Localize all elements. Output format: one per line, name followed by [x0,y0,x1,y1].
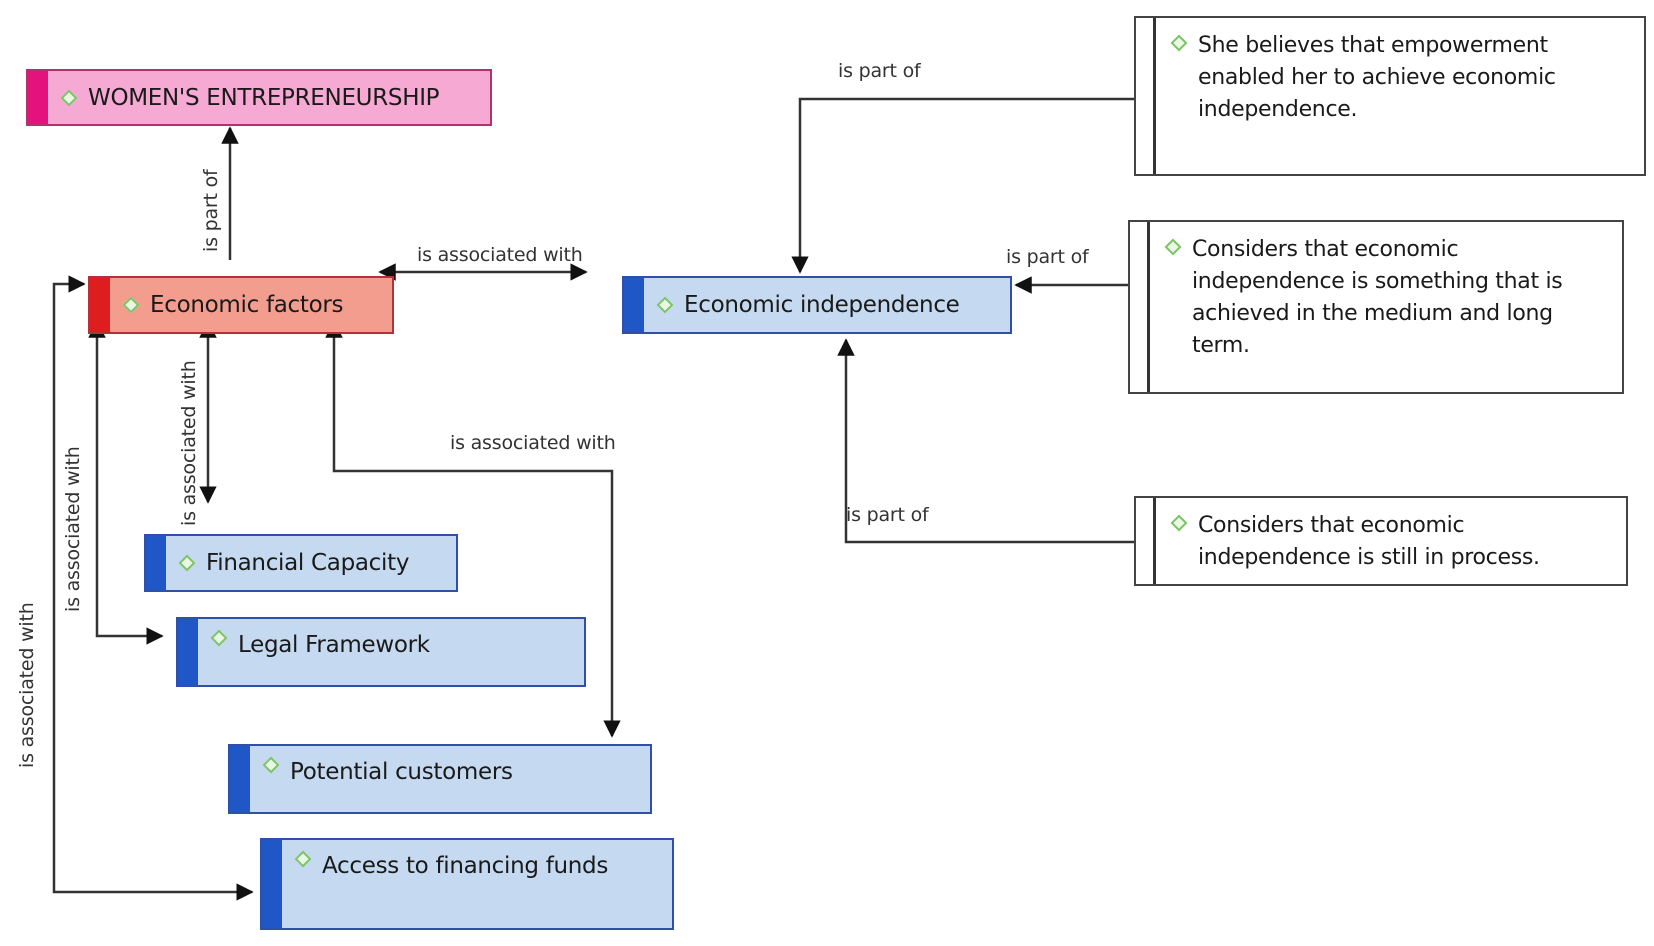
quote-stripe [1136,18,1156,174]
node-economic-factors[interactable]: Economic factors [88,276,394,334]
node-economic-independence[interactable]: Economic independence [622,276,1012,334]
node-stripe [90,278,110,332]
node-label: Economic factors [150,292,344,318]
node-potential-customers[interactable]: Potential customers [228,744,652,814]
node-legal-framework[interactable]: Legal Framework [176,617,586,687]
code-diamond-icon [122,296,140,314]
code-diamond-icon [294,850,312,868]
node-womens-entrepreneurship[interactable]: WOMEN'S ENTREPRENEURSHIP [26,69,492,126]
node-stripe [178,619,198,685]
edge-label-part-of-quote2: is part of [1006,246,1089,268]
code-diamond-icon [60,89,78,107]
edge-label-assoc-independence: is associated with [417,244,583,266]
code-diamond-icon [210,629,228,647]
edge-factors-customers[interactable] [325,320,621,738]
edge-label-part-of-quote3: is part of [846,504,929,526]
node-label: WOMEN'S ENTREPRENEURSHIP [88,84,440,111]
quote-text: Considers that economic independence is … [1192,237,1563,358]
edge-quote1-independence[interactable] [791,97,1134,274]
edge-label-assoc-legal: is associated with [62,446,84,612]
code-diamond-icon [1170,514,1188,532]
node-stripe [146,536,166,590]
edge-label-assoc-financial: is associated with [178,360,200,526]
node-stripe [262,840,282,928]
edge-label-assoc-customers: is associated with [450,432,616,454]
node-stripe [28,71,48,124]
node-access-financing[interactable]: Access to financing funds [260,838,674,930]
edge-quote3-independence[interactable] [837,338,1134,544]
edge-label-part-of-quote1: is part of [838,60,921,82]
node-label: Potential customers [290,759,513,785]
node-label: Financial Capacity [206,550,410,576]
edge-label-part-of-womens: is part of [200,169,222,252]
edge-label-assoc-financing: is associated with [16,602,38,768]
node-quote-empowerment[interactable]: She believes that empowerment enabled he… [1134,16,1646,176]
node-quote-in-process[interactable]: Considers that economic independence is … [1134,496,1628,586]
node-financial-capacity[interactable]: Financial Capacity [144,534,458,592]
node-stripe [230,746,250,812]
node-stripe [624,278,644,332]
node-quote-medium-long[interactable]: Considers that economic independence is … [1128,220,1624,394]
code-diamond-icon [1170,34,1188,52]
edge-factors-financing[interactable] [52,275,254,901]
code-diamond-icon [178,554,196,572]
node-label: Access to financing funds [322,853,609,879]
quote-text: Considers that economic independence is … [1198,513,1540,570]
code-diamond-icon [262,756,280,774]
code-diamond-icon [1164,238,1182,256]
quote-text: She believes that empowerment enabled he… [1198,33,1556,122]
node-label: Legal Framework [238,632,430,658]
quote-stripe [1130,222,1150,392]
quote-stripe [1136,498,1156,584]
code-diamond-icon [656,296,674,314]
node-label: Economic independence [684,292,960,318]
